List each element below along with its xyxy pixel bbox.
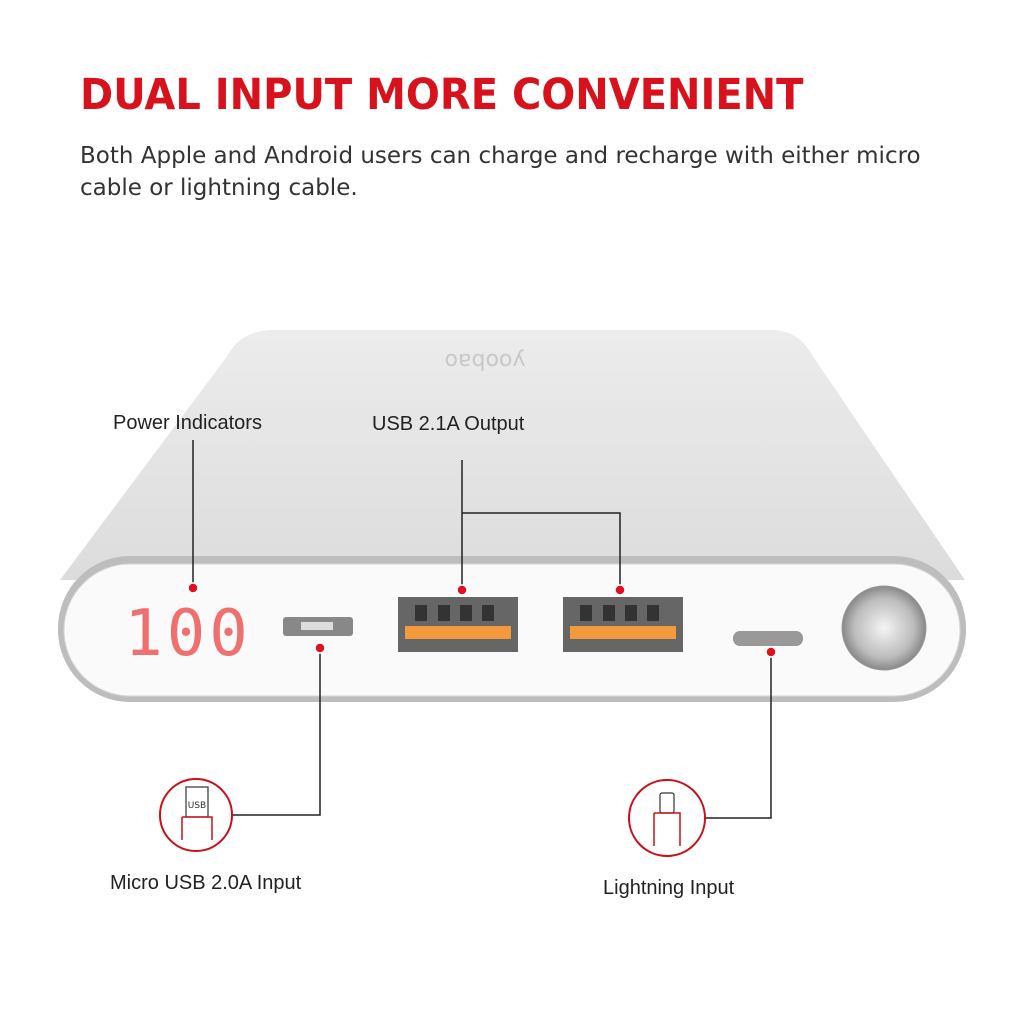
device-top-face [60,330,965,580]
label-power-indicators: Power Indicators [113,412,262,434]
label-micro-usb-input: Micro USB 2.0A Input [110,872,302,894]
lightning-port [733,631,803,646]
power-button [841,585,927,671]
lightning-icon [628,779,706,857]
label-usb-output: USB 2.1A Output [372,413,525,435]
led-display: 100 [124,597,252,671]
description: Both Apple and Android users can charge … [80,143,921,201]
label-lightning-input: Lightning Input [603,877,735,899]
headline: DUAL INPUT MORE CONVENIENT [80,70,804,120]
usb-port-2 [563,597,683,652]
usb-port-1 [398,597,518,652]
svg-text:USB: USB [188,801,206,811]
micro-usb-icon: USB [159,778,233,852]
brand-logo: yoobao [445,348,526,373]
